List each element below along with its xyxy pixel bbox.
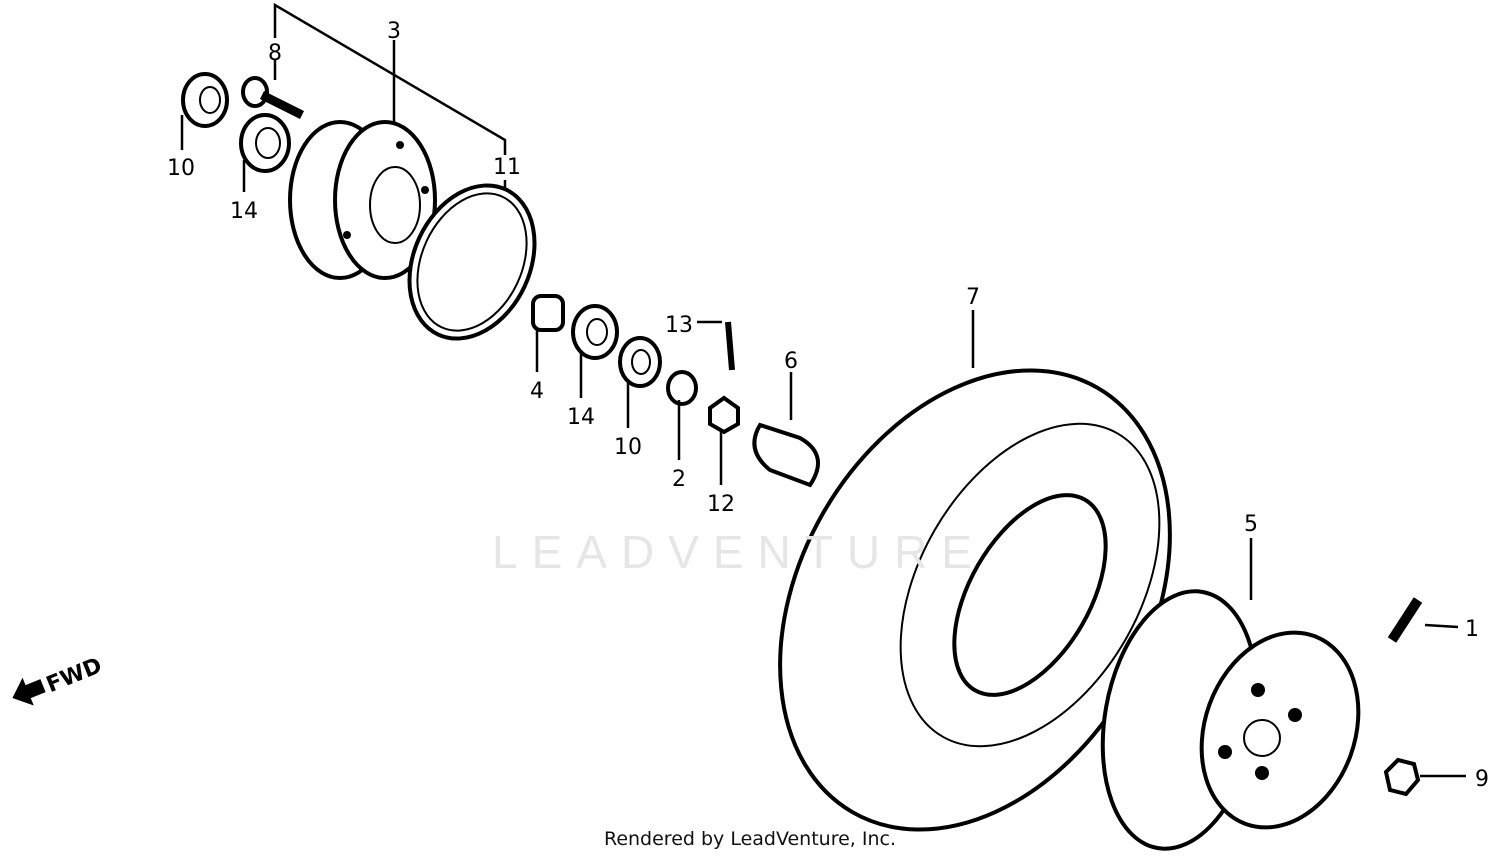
callout-5[interactable]: 5 — [1244, 512, 1258, 537]
callout-4[interactable]: 4 — [530, 379, 544, 404]
callout-13[interactable]: 13 — [665, 313, 693, 338]
part-cotter-pin-13[interactable] — [697, 320, 735, 371]
callout-2[interactable]: 2 — [672, 467, 686, 492]
part-oil-seal-10[interactable] — [180, 72, 229, 150]
callout-6[interactable]: 6 — [784, 349, 798, 374]
part-collar-4[interactable] — [531, 294, 565, 372]
part-collar-2[interactable] — [666, 370, 698, 460]
part-wheel-rim-5[interactable] — [1084, 538, 1385, 859]
callout-8[interactable]: 8 — [268, 41, 282, 66]
callout-9[interactable]: 9 — [1475, 767, 1489, 792]
fwd-label: FWD — [43, 653, 106, 698]
part-bearing-14[interactable] — [239, 113, 291, 192]
callout-1[interactable]: 1 — [1465, 617, 1479, 642]
arrow-left-icon — [12, 677, 46, 706]
callout-3[interactable]: 3 — [387, 19, 401, 44]
callout-14b[interactable]: 14 — [567, 405, 595, 430]
callout-labels: 8 3 10 14 11 4 14 10 13 2 12 6 7 5 1 9 — [167, 19, 1489, 792]
callout-14[interactable]: 14 — [230, 199, 258, 224]
callout-10[interactable]: 10 — [167, 156, 195, 181]
callout-12[interactable]: 12 — [707, 492, 735, 517]
part-nut-9[interactable] — [1383, 757, 1466, 797]
bracket-lines — [273, 2, 507, 155]
part-bearing-14b[interactable] — [571, 304, 619, 398]
callout-7[interactable]: 7 — [966, 285, 980, 310]
part-bolt-8[interactable] — [241, 76, 305, 120]
callout-11[interactable]: 11 — [493, 155, 521, 180]
part-tire-7[interactable] — [701, 300, 1249, 859]
callout-10b[interactable]: 10 — [614, 435, 642, 460]
forward-direction-indicator: FWD — [12, 653, 106, 706]
part-nut-12[interactable] — [708, 395, 740, 485]
part-valve-1[interactable] — [1387, 597, 1459, 643]
footer-credit: Rendered by LeadVenture, Inc. — [603, 828, 897, 850]
part-oil-seal-10b[interactable] — [618, 336, 662, 428]
part-cap-6[interactable] — [752, 372, 820, 488]
part-ring-11[interactable] — [386, 165, 559, 359]
part-hub-3[interactable] — [288, 120, 437, 280]
